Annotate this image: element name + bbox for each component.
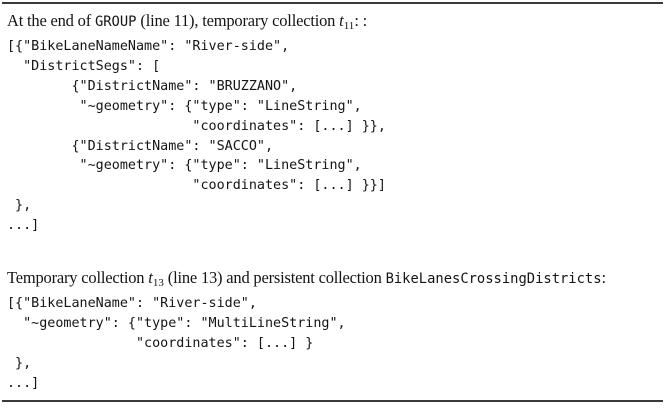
section2-heading-middle: (line 13) and persistent collection — [163, 268, 386, 288]
top-rule — [2, 2, 663, 4]
section2-code-listing: [{"BikeLaneName": "River-side", "~geomet… — [7, 296, 346, 391]
section2-heading-collection-term: BikeLanesCrossingDistricts — [385, 271, 602, 288]
section1-heading-suffix: : : — [354, 11, 368, 30]
section1-collection-variable: t — [339, 11, 344, 30]
section1-heading-prefix: At the end of — [7, 11, 95, 30]
bottom-rule — [2, 399, 663, 402]
section2-collection-variable: t — [148, 268, 153, 288]
section1-collection-subscript: 11 — [343, 20, 355, 32]
section1-heading-operator-term: GROUP — [94, 14, 137, 30]
section1-code-listing: [{"BikeLaneNameName": "River-side", "Dis… — [7, 39, 386, 234]
section1-heading-middle: (line 11), temporary collection — [136, 11, 340, 30]
section2-heading-suffix: : — [601, 268, 607, 288]
section2-collection-subscript: 13 — [152, 277, 164, 290]
section2-heading-prefix: Temporary collection — [7, 268, 149, 288]
section1-heading: At the end of GROUP (line 11), temporary… — [7, 10, 663, 37]
section2-heading: Temporary collection t13 (line 13) and p… — [7, 267, 663, 294]
figure-content: At the end of GROUP (line 11), temporary… — [2, 10, 663, 394]
